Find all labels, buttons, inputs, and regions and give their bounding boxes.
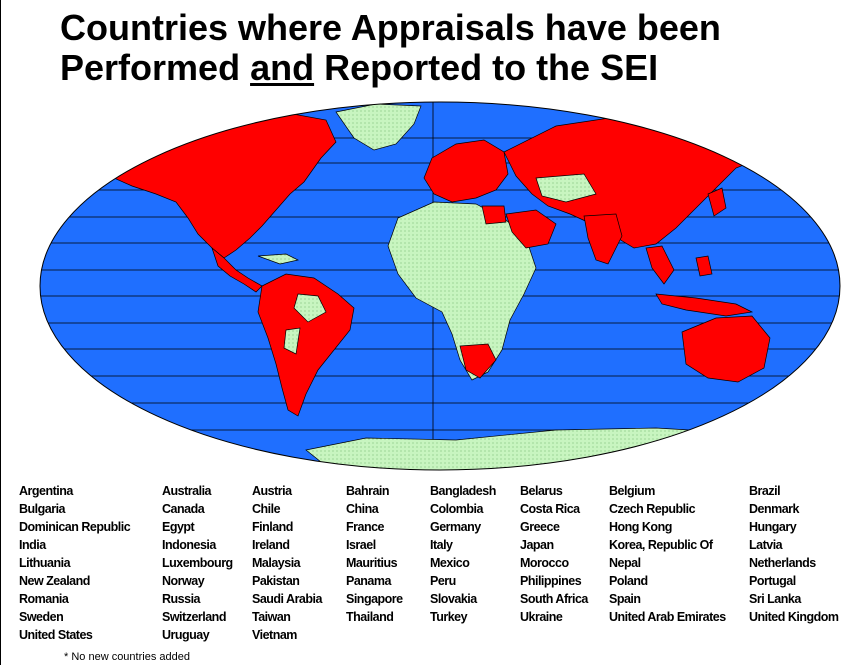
land-caribbean (257, 253, 300, 265)
country-item: Nepal (609, 556, 641, 570)
country-item: Ukraine (520, 610, 563, 624)
title-underlined-word: and (250, 47, 315, 88)
country-item: United Kingdom (749, 610, 839, 624)
land-greenland (335, 103, 422, 151)
country-item: Canada (162, 502, 205, 516)
country-item: Belarus (520, 484, 563, 498)
country-item: Peru (430, 574, 456, 588)
country-item: Sri Lanka (749, 592, 801, 606)
title-line-1: Countries where Appraisals have been (60, 7, 721, 48)
country-item: United Arab Emirates (609, 610, 726, 624)
country-item: Luxembourg (162, 556, 233, 570)
land-europe (423, 139, 509, 203)
country-item: Poland (609, 574, 648, 588)
country-item: Greece (520, 520, 560, 534)
country-item: Spain (609, 592, 641, 606)
country-item: Morocco (520, 556, 569, 570)
country-item: Mauritius (346, 556, 398, 570)
country-item: South Africa (520, 592, 588, 606)
country-item: Switzerland (162, 610, 226, 624)
country-item: Indonesia (162, 538, 216, 552)
country-item: Czech Republic (609, 502, 696, 516)
country-item: Dominican Republic (19, 520, 131, 534)
country-item: Portugal (749, 574, 796, 588)
country-item: Australia (162, 484, 212, 498)
country-item: Slovakia (430, 592, 477, 606)
land-central-america (211, 246, 263, 293)
country-item: Thailand (346, 610, 394, 624)
land-egypt (481, 205, 507, 225)
country-item: Costa Rica (520, 502, 580, 516)
country-item: Austria (252, 484, 292, 498)
country-item: Finland (252, 520, 293, 534)
country-item: Romania (19, 592, 69, 606)
country-item: Hong Kong (609, 520, 672, 534)
country-item: Turkey (430, 610, 468, 624)
country-item: Mexico (430, 556, 470, 570)
country-item: United States (19, 628, 93, 642)
country-item: Netherlands (749, 556, 816, 570)
country-item: Norway (162, 574, 205, 588)
country-item: Bahrain (346, 484, 390, 498)
country-item: Malaysia (252, 556, 301, 570)
country-item: Israel (346, 538, 376, 552)
country-item: Belgium (609, 484, 655, 498)
land-south-africa (459, 343, 497, 379)
country-item: Bangladesh (430, 484, 496, 498)
land-south-america-green (283, 293, 327, 355)
country-item: New Zealand (19, 574, 90, 588)
land-japan (707, 187, 727, 217)
country-item: Korea, Republic Of (609, 538, 713, 552)
country-item: India (19, 538, 46, 552)
land-middle-east (505, 209, 557, 249)
country-item: Lithuania (19, 556, 71, 570)
country-item: Ireland (252, 538, 290, 552)
land-south-america (257, 273, 355, 417)
country-item: China (346, 502, 379, 516)
land-southeast-asia (645, 245, 675, 285)
country-item: Philippines (520, 574, 582, 588)
country-item: Denmark (749, 502, 800, 516)
world-map (39, 101, 841, 471)
footnote: * No new countries added (64, 651, 190, 663)
title-line-2: Performed and Reported to the SEI (60, 47, 659, 88)
country-item: Germany (430, 520, 481, 534)
country-item: Egypt (162, 520, 195, 534)
country-item: Pakistan (252, 574, 300, 588)
left-border (0, 0, 1, 665)
country-item: Japan (520, 538, 554, 552)
land-australia (681, 315, 771, 383)
country-item: Panama (346, 574, 391, 588)
country-item: Hungary (749, 520, 797, 534)
country-item: Italy (430, 538, 453, 552)
country-item: Chile (252, 502, 281, 516)
country-list: Argentina Australia Austria Bahrain Banglade… (19, 482, 844, 644)
land-indonesia (655, 255, 754, 317)
country-item: Colombia (430, 502, 483, 516)
country-item: Uruguay (162, 628, 210, 642)
country-item: Argentina (19, 484, 73, 498)
country-item: Bulgaria (19, 502, 66, 516)
country-item: Brazil (749, 484, 781, 498)
country-item: Taiwan (252, 610, 291, 624)
page-title: Countries where Appraisals have been Per… (60, 8, 780, 88)
country-item: Latvia (749, 538, 783, 552)
land-india (583, 213, 623, 265)
land-central-asia (535, 173, 597, 203)
country-item: Saudi Arabia (252, 592, 322, 606)
country-item: Vietnam (252, 628, 297, 642)
country-item: Sweden (19, 610, 64, 624)
country-item: France (346, 520, 385, 534)
country-item: Russia (162, 592, 201, 606)
country-item: Singapore (346, 592, 403, 606)
